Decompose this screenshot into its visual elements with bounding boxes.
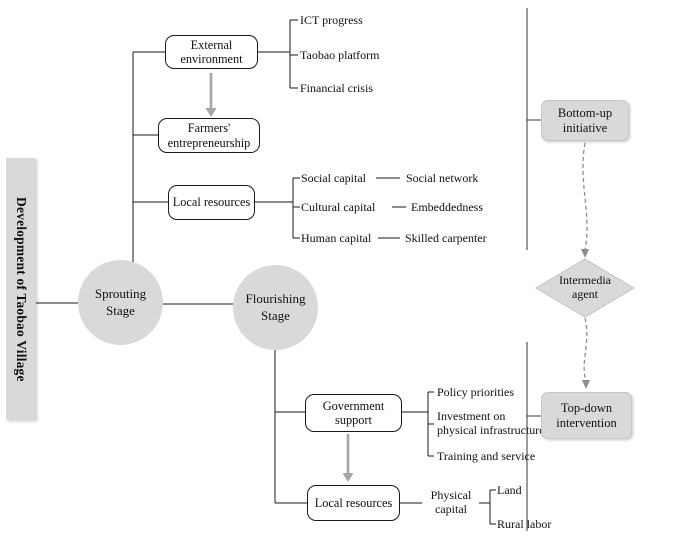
black-connector-lines: [36, 19, 496, 525]
stage-sprouting-label: Sprouting Stage: [94, 286, 147, 318]
stage-flourishing: Flourishing Stage: [233, 265, 318, 350]
label-human-capital: Human capital: [301, 231, 372, 245]
label-cultural-capital: Cultural capital: [301, 200, 376, 214]
stage-flourishing-label: Flourishing Stage: [245, 291, 306, 323]
stage-sprouting: Sprouting Stage: [78, 260, 163, 345]
label-investment-infrastructures: Investment on physical infrastructures: [437, 409, 550, 438]
intermedia-agent-diamond: [535, 258, 635, 318]
dashed-arrow-agent-to-topdown-icon: [582, 317, 590, 389]
label-rural-labor: Rural labor: [497, 517, 552, 531]
intermedia-agent-label: Intermedia agent: [559, 273, 611, 301]
label-financial-crisis: Financial crisis: [300, 81, 373, 95]
dashed-arrow-bottomup-to-agent-icon: [581, 142, 589, 258]
label-embeddedness: Embeddedness: [411, 200, 483, 214]
box-bottom-up-initiative: Bottom-up initiative: [541, 100, 629, 141]
box-farmers-entrepreneurship: Farmers' entrepreneurship: [158, 118, 260, 153]
box-government-support: Government support: [305, 394, 402, 432]
arrow-government-to-resources-icon: [342, 434, 354, 482]
label-training-service: Training and service: [437, 449, 536, 463]
label-land: Land: [497, 483, 522, 497]
box-local-resources-sprouting: Local resources: [168, 185, 255, 220]
label-physical-capital: Physical capital: [430, 488, 472, 517]
label-ict-progress: ICT progress: [300, 13, 363, 27]
label-social-capital: Social capital: [301, 171, 366, 185]
label-taobao-platform: Taobao platform: [300, 48, 380, 62]
label-policy-priorities: Policy priorities: [437, 385, 514, 399]
box-external-environment: External environment: [165, 35, 258, 69]
box-top-down-intervention: Top-down intervention: [541, 392, 632, 439]
box-local-resources-flourishing: Local resources: [307, 485, 400, 521]
label-skilled-carpenter: Skilled carpenter: [405, 231, 487, 245]
section-bracket-lines: [526, 8, 541, 531]
arrow-external-to-farmers-icon: [205, 73, 217, 117]
diagram-title: Development of Taobao Village: [6, 158, 36, 420]
label-social-network: Social network: [406, 171, 479, 185]
